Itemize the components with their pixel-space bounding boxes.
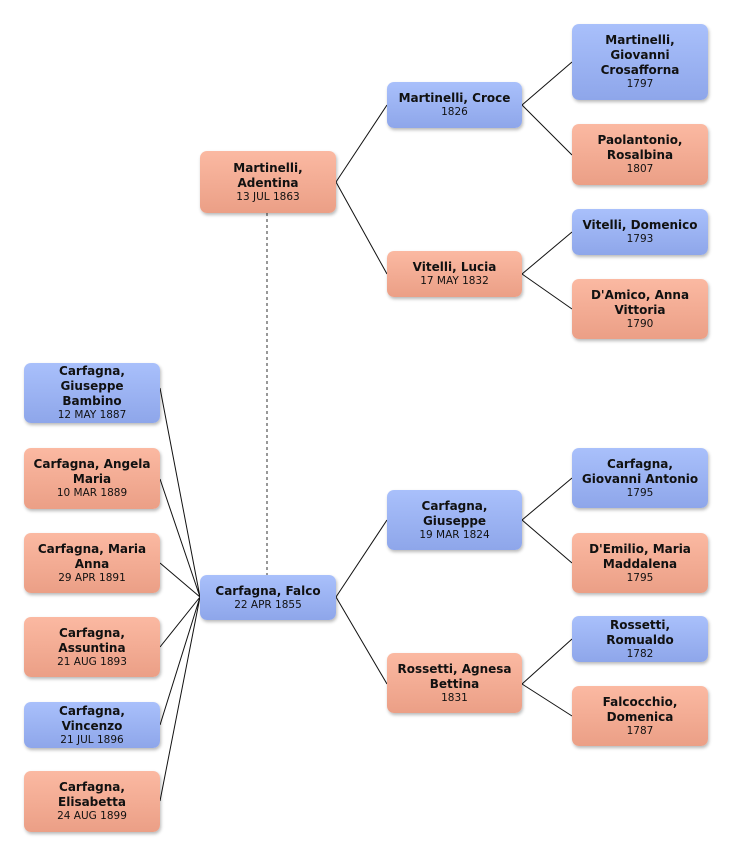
connector — [521, 477, 573, 564]
person-agnesa[interactable]: Rossetti, Agnesa Bettina 1831 — [387, 653, 522, 713]
connector — [521, 61, 573, 156]
person-date: 22 APR 1855 — [234, 598, 302, 611]
person-name: Carfagna, Giuseppe Bambino — [59, 364, 125, 408]
person-name: Vitelli, Lucia — [412, 260, 497, 274]
person-name: Carfagna, Maria Anna — [37, 541, 147, 571]
person-maria-anna[interactable]: Carfagna, Maria Anna 29 APR 1891 — [24, 533, 160, 593]
person-elisabetta[interactable]: Carfagna, Elisabetta 24 AUG 1899 — [24, 771, 160, 832]
person-name: Paolantonio, Rosalbina — [597, 133, 683, 162]
person-date: 1787 — [626, 724, 654, 737]
person-rosalbina[interactable]: Paolantonio, Rosalbina 1807 — [572, 124, 708, 185]
person-croce[interactable]: Martinelli, Croce 1826 — [387, 82, 522, 128]
person-name: Vitelli, Domenico — [582, 218, 698, 232]
person-name: Carfagna, Elisabetta — [58, 780, 126, 809]
person-name: Carfagna, Assuntina — [58, 625, 126, 655]
person-domenica[interactable]: Falcocchio, Domenica 1787 — [572, 686, 708, 746]
person-name: Carfagna, Vincenzo — [59, 703, 125, 733]
person-date: 24 AUG 1899 — [57, 810, 127, 822]
person-name: Falcocchio, Domenica — [602, 694, 678, 724]
person-name: Martinelli, Giovanni Crosafforna — [600, 33, 680, 77]
person-date: 21 JUL 1896 — [60, 733, 124, 746]
person-falco[interactable]: Carfagna, Falco 22 APR 1855 — [200, 575, 336, 620]
person-date: 19 MAR 1824 — [419, 528, 490, 541]
person-date: 13 JUL 1863 — [236, 190, 300, 203]
person-name: Martinelli, Croce — [398, 91, 511, 105]
connector — [335, 104, 388, 275]
person-giovanni-antonio[interactable]: Carfagna, Giovanni Antonio 1795 — [572, 448, 708, 508]
person-date: 1795 — [626, 571, 654, 584]
person-date: 1807 — [626, 163, 654, 175]
person-date: 1797 — [626, 78, 654, 90]
person-name: Rossetti, Romualdo — [606, 617, 674, 647]
person-romualdo[interactable]: Rossetti, Romualdo 1782 — [572, 616, 708, 662]
person-name: Carfagna, Falco — [215, 583, 321, 598]
person-name: D'Emilio, Maria Maddalena — [589, 541, 691, 571]
person-giuseppe[interactable]: Carfagna, Giuseppe 19 MAR 1824 — [387, 490, 522, 550]
person-date: 1790 — [626, 317, 654, 330]
person-date: 17 MAY 1832 — [420, 275, 489, 287]
person-vincenzo[interactable]: Carfagna, Vincenzo 21 JUL 1896 — [24, 702, 160, 748]
person-date: 1793 — [626, 233, 654, 245]
person-giuseppe-bambino[interactable]: Carfagna, Giuseppe Bambino 12 MAY 1887 — [24, 363, 160, 423]
person-maria-maddalena[interactable]: D'Emilio, Maria Maddalena 1795 — [572, 533, 708, 593]
person-name: Carfagna, Giuseppe — [421, 498, 488, 528]
person-date: 1795 — [626, 486, 654, 499]
person-angela-maria[interactable]: Carfagna, Angela Maria 10 MAR 1889 — [24, 448, 160, 509]
person-lucia[interactable]: Vitelli, Lucia 17 MAY 1832 — [387, 251, 522, 297]
person-giovanni-crosafforna[interactable]: Martinelli, Giovanni Crosafforna 1797 — [572, 24, 708, 100]
connector — [159, 387, 201, 802]
person-name: Martinelli, Adentina — [233, 160, 303, 190]
person-date: 21 AUG 1893 — [57, 655, 127, 668]
person-date: 10 MAR 1889 — [56, 487, 128, 499]
person-name: D'Amico, Anna Vittoria — [590, 287, 690, 317]
person-name: Carfagna, Angela Maria — [33, 457, 151, 486]
person-date: 1831 — [441, 691, 468, 704]
person-domenico[interactable]: Vitelli, Domenico 1793 — [572, 209, 708, 255]
connector — [335, 519, 388, 685]
person-date: 12 MAY 1887 — [57, 409, 127, 421]
person-name: Rossetti, Agnesa Bettina — [397, 661, 512, 691]
person-date: 1826 — [441, 106, 468, 118]
person-anna-vittoria[interactable]: D'Amico, Anna Vittoria 1790 — [572, 279, 708, 339]
connector — [521, 231, 573, 310]
person-adentina[interactable]: Martinelli, Adentina 13 JUL 1863 — [200, 151, 336, 213]
person-date: 1782 — [626, 647, 654, 660]
person-date: 29 APR 1891 — [58, 571, 126, 584]
person-assuntina[interactable]: Carfagna, Assuntina 21 AUG 1893 — [24, 617, 160, 677]
person-name: Carfagna, Giovanni Antonio — [581, 456, 699, 486]
connector — [521, 638, 573, 717]
